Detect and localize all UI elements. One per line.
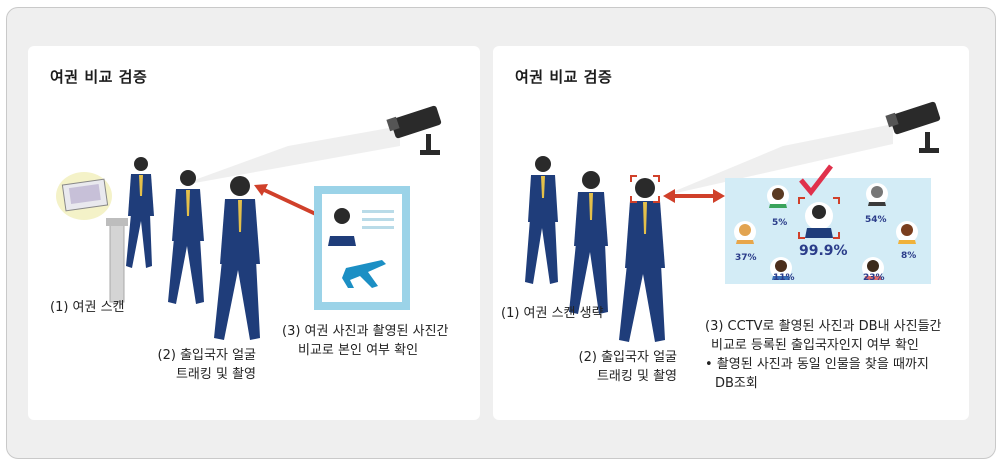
match-score-label: 11% [773,273,795,283]
right-bullet-line2: DB조회 [715,374,758,393]
left-step3-caption-line1: (3) 여권 사진과 촬영된 사진간 [282,322,449,341]
left-step3-caption-line2: 비교로 본인 여부 확인 [298,341,418,360]
left-step1-caption: (1) 여권 스캔 [50,298,125,317]
right-step3-caption-line2: 비교로 등록된 출입국자인지 여부 확인 [711,336,919,355]
match-score-label: 23% [863,273,885,283]
right-step2-caption-line2: 트래킹 및 촬영 [597,367,677,386]
walking-person-icon [126,157,154,268]
left-panel: 여권 비교 검증 [28,46,480,420]
match-score-label: 37% [735,253,757,263]
database-face-avatar [734,221,756,244]
comparison-arrow [663,189,725,203]
cctv-camera-icon [178,105,442,186]
database-face-avatar [866,183,888,206]
walking-person-icon [214,176,260,340]
walking-person-icon [569,171,608,314]
comparison-arrow [254,184,320,216]
walking-person-icon [168,170,204,304]
match-score-label: 99.9% [799,243,848,259]
database-face-avatar [767,185,789,208]
database-face-avatar [896,221,918,244]
right-panel: 여권 비교 검증 [493,46,969,420]
left-step2-caption-line1: (2) 출입국자 얼굴 [158,346,256,365]
face-database-screen: 5% 37% 11% 99.9% 54% 8% 23% [725,166,931,284]
walking-person-icon [525,156,558,284]
match-score-label: 5% [772,218,787,228]
match-score-label: 8% [901,251,916,261]
right-step1-caption: (1) 여권 스캔 생략 [501,304,604,323]
passport-document-icon [314,186,410,310]
match-score-label: 54% [865,215,887,225]
right-step3-caption-line1: (3) CCTV로 촬영된 사진과 DB내 사진들간 [705,317,942,336]
passport-scanner-icon [56,172,128,302]
right-step2-caption-line1: (2) 출입국자 얼굴 [579,348,677,367]
left-step2-caption-line2: 트래킹 및 촬영 [176,365,256,384]
right-bullet-line1: • 촬영된 사진과 동일 인물을 찾을 때까지 [705,355,929,374]
